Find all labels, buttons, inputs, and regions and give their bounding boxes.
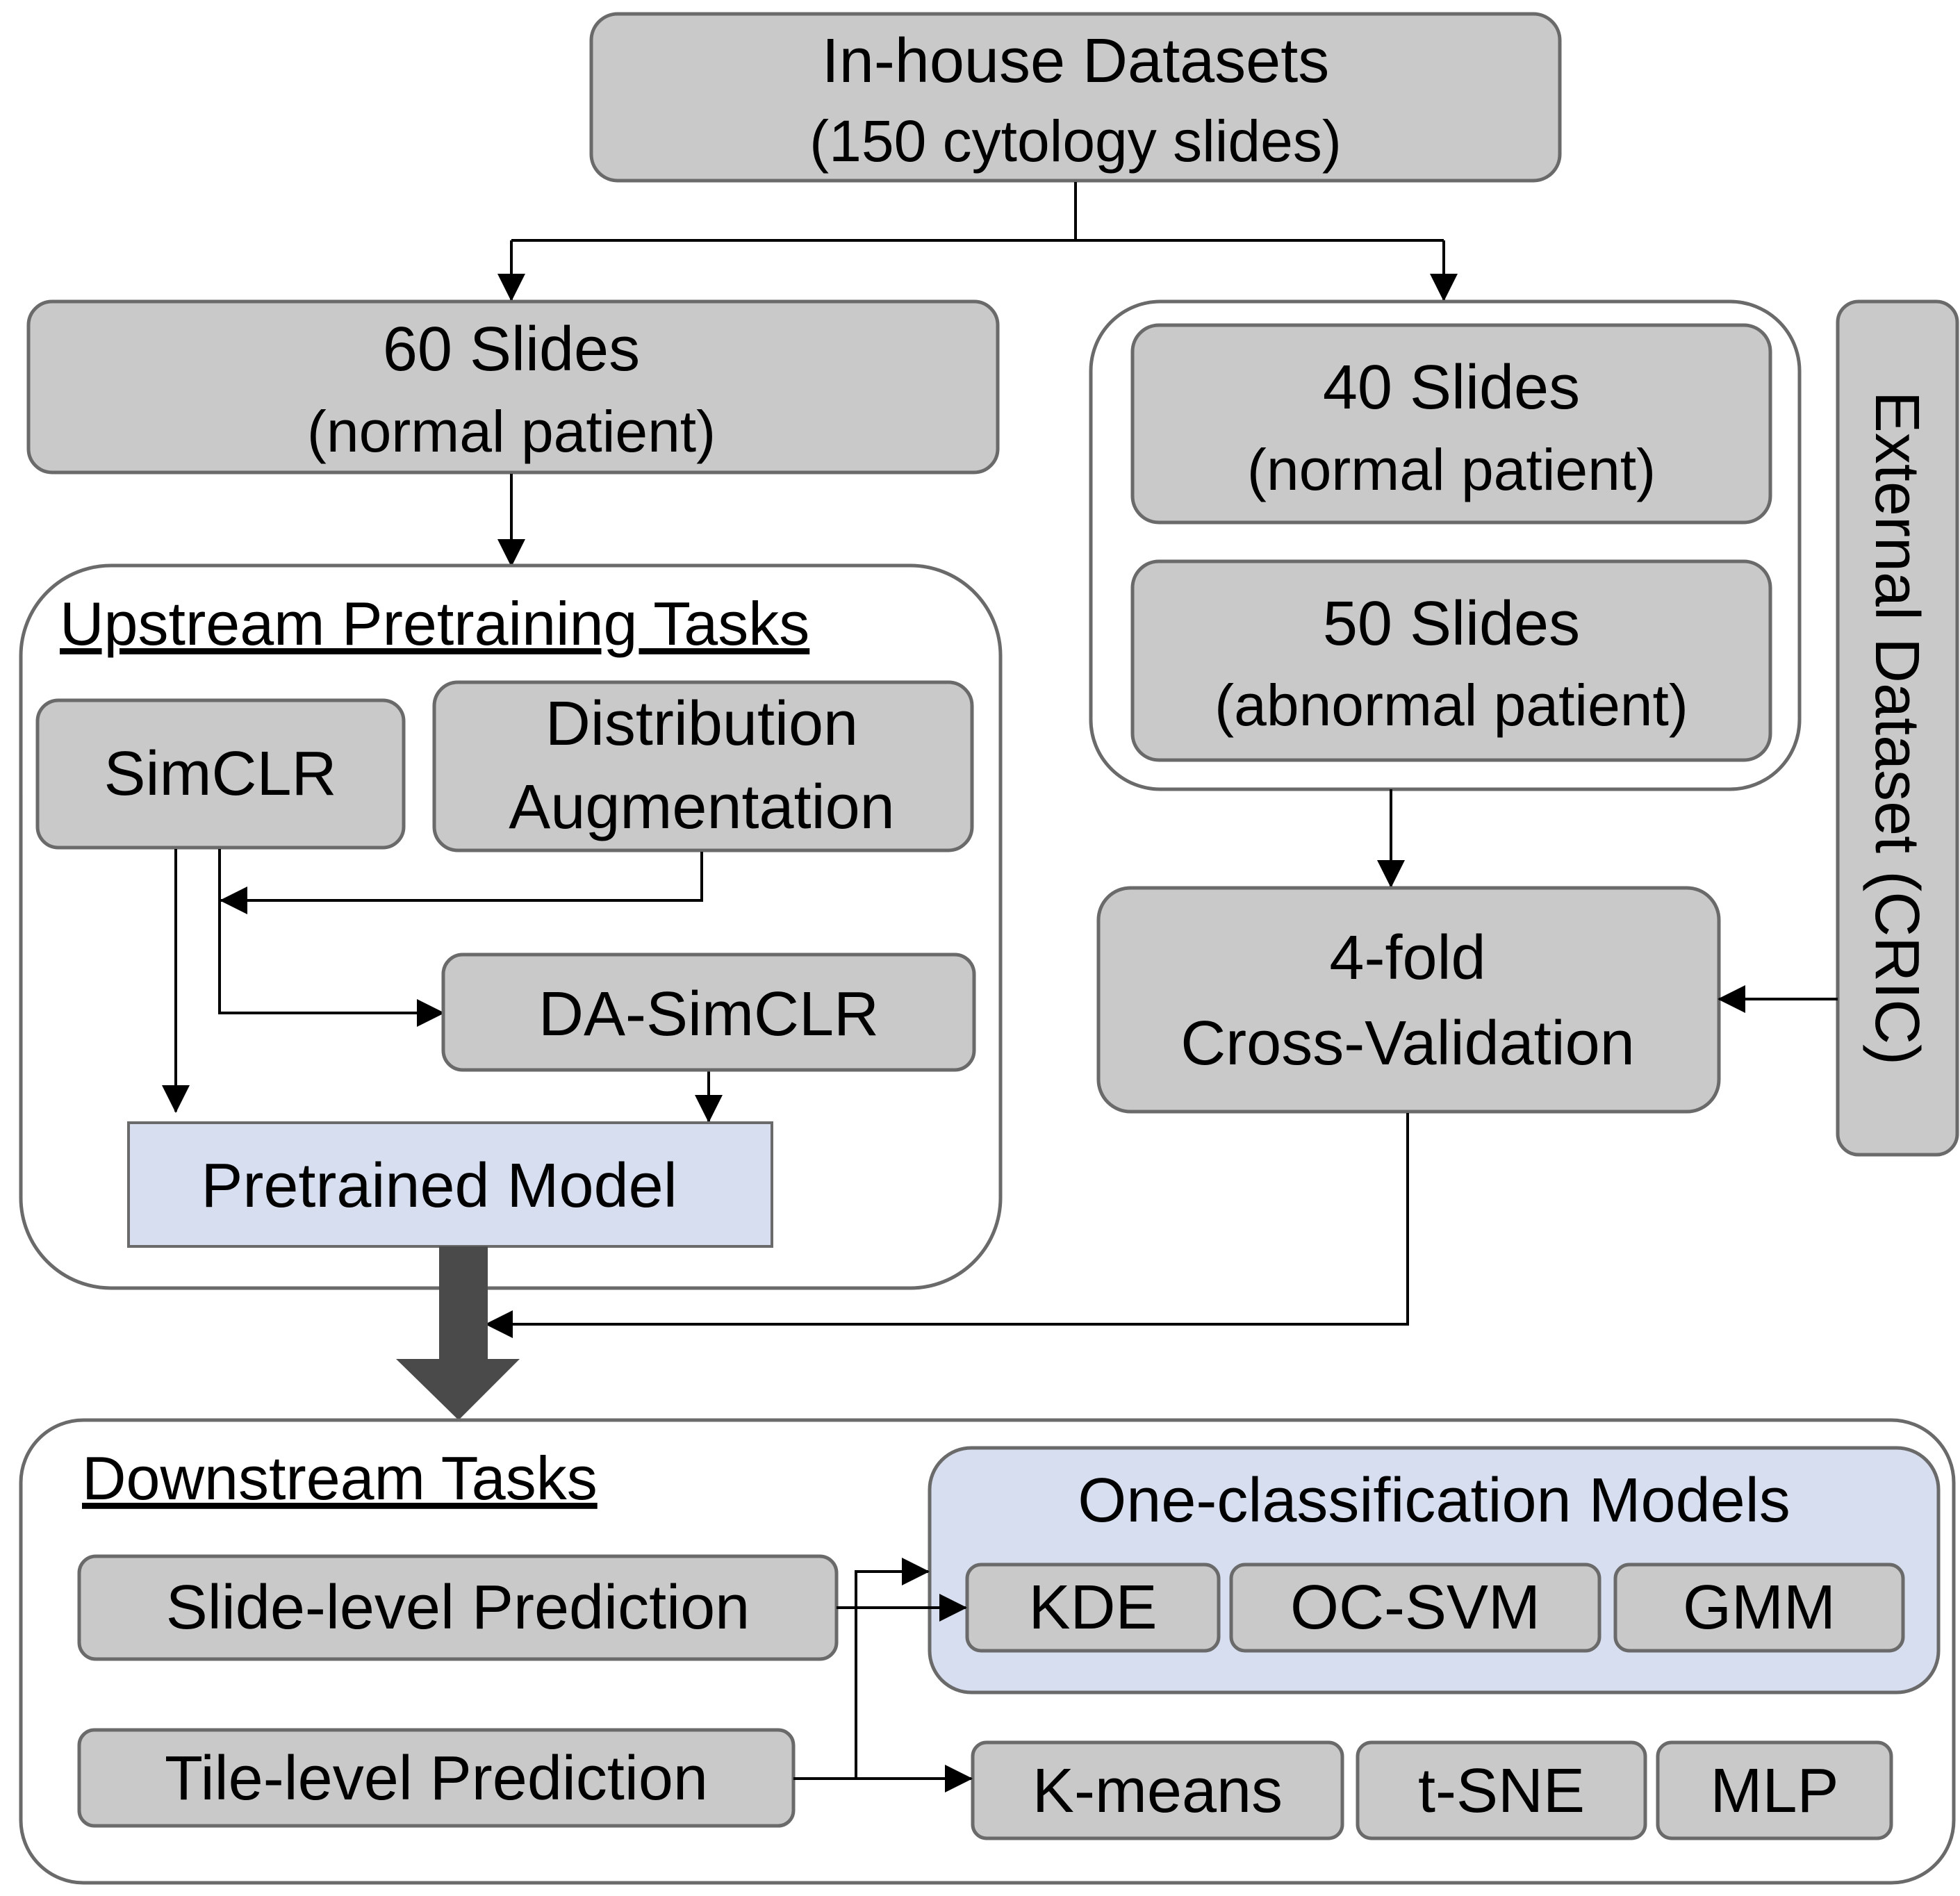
t-sne-label: t-SNE — [1418, 1756, 1585, 1826]
kde-box: KDE — [965, 1563, 1221, 1653]
in-house-datasets-box: In-house Datasets (150 cytology slides) — [589, 12, 1562, 183]
big-down-arrow — [396, 1246, 520, 1420]
sixty-slides-subtitle: (normal patient) — [307, 399, 716, 464]
tile-level-label: Tile-level Prediction — [165, 1744, 708, 1813]
tile-level-prediction-box: Tile-level Prediction — [77, 1728, 796, 1828]
da-simclr-box: DA-SimCLR — [441, 953, 976, 1072]
mlp-label: MLP — [1710, 1756, 1838, 1826]
external-dataset-box: External Dataset (CRIC) — [1836, 299, 1959, 1157]
pretrained-model-box: Pretrained Model — [127, 1121, 773, 1248]
forty-slides-subtitle: (normal patient) — [1247, 437, 1656, 502]
distribution-label-line2: Augmentation — [509, 773, 894, 842]
t-sne-box: t-SNE — [1356, 1740, 1647, 1840]
in-house-subtitle: (150 cytology slides) — [809, 108, 1342, 174]
slide-level-label: Slide-level Prediction — [166, 1573, 750, 1642]
cross-validation-box: 4-fold Cross-Validation — [1096, 886, 1721, 1114]
downstream-connectors — [793, 1558, 973, 1792]
distribution-augmentation-box: Distribution Augmentation — [432, 680, 974, 852]
sixty-slides-box: 60 Slides (normal patient) — [26, 299, 1000, 475]
sixty-slides-title: 60 Slides — [383, 315, 640, 384]
k-means-label: K-means — [1032, 1756, 1283, 1826]
mlp-box: MLP — [1656, 1740, 1893, 1840]
fifty-slides-box: 50 Slides (abnormal patient) — [1130, 559, 1772, 762]
oc-svm-label: OC-SVM — [1290, 1573, 1540, 1642]
simclr-label: SimCLR — [104, 739, 336, 809]
gmm-box: GMM — [1613, 1563, 1905, 1653]
simclr-box: SimCLR — [35, 698, 406, 850]
distribution-label-line1: Distribution — [545, 689, 858, 759]
in-house-title: In-house Datasets — [822, 26, 1329, 96]
one-class-title: One-classification Models — [1078, 1466, 1790, 1535]
kde-label: KDE — [1028, 1573, 1157, 1642]
upstream-connectors — [162, 849, 723, 1123]
cross-validation-line2: Cross-Validation — [1180, 1009, 1635, 1078]
k-means-box: K-means — [971, 1740, 1344, 1840]
fifty-slides-subtitle: (abnormal patient) — [1214, 673, 1688, 738]
gmm-label: GMM — [1683, 1573, 1836, 1642]
external-dataset-label: External Dataset (CRIC) — [1862, 391, 1932, 1065]
arrow-cv-to-downstream — [485, 1113, 1409, 1338]
downstream-heading: Downstream Tasks — [82, 1444, 598, 1512]
fifty-slides-title: 50 Slides — [1323, 589, 1580, 659]
forty-slides-title: 40 Slides — [1323, 353, 1580, 422]
oc-svm-box: OC-SVM — [1229, 1563, 1601, 1653]
slide-level-prediction-box: Slide-level Prediction — [77, 1554, 839, 1661]
pretrained-model-label: Pretrained Model — [201, 1151, 677, 1221]
da-simclr-label: DA-SimCLR — [538, 980, 879, 1049]
upstream-heading: Upstream Pretraining Tasks — [60, 589, 809, 658]
forty-slides-box: 40 Slides (normal patient) — [1130, 323, 1772, 525]
split-connector — [497, 182, 1458, 302]
cross-validation-line1: 4-fold — [1329, 923, 1485, 993]
